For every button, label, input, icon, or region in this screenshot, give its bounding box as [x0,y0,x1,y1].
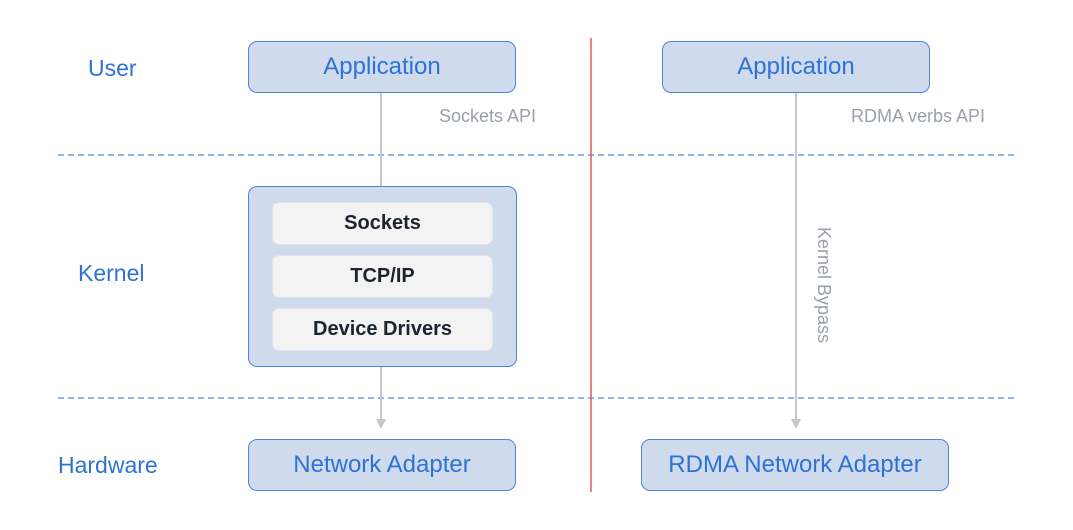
device-drivers-layer: Device Drivers [272,308,493,351]
layer-label-hardware: Hardware [58,452,158,478]
left-application-box: Application [248,41,516,93]
network-adapter-box: Network Adapter [248,439,516,491]
layer-label-kernel: Kernel [78,260,145,286]
layer-label-user: User [88,55,137,81]
rdma-verbs-api-label: RDMA verbs API [851,106,986,126]
rdma-network-adapter-box: RDMA Network Adapter [641,439,949,491]
sockets-layer: Sockets [272,202,493,245]
sockets-api-label: Sockets API [439,106,537,126]
tcp-ip-layer: TCP/IP [272,255,493,298]
kernel-bypass-label: Kernel Bypass [814,226,834,344]
right-application-box: Application [662,41,930,93]
